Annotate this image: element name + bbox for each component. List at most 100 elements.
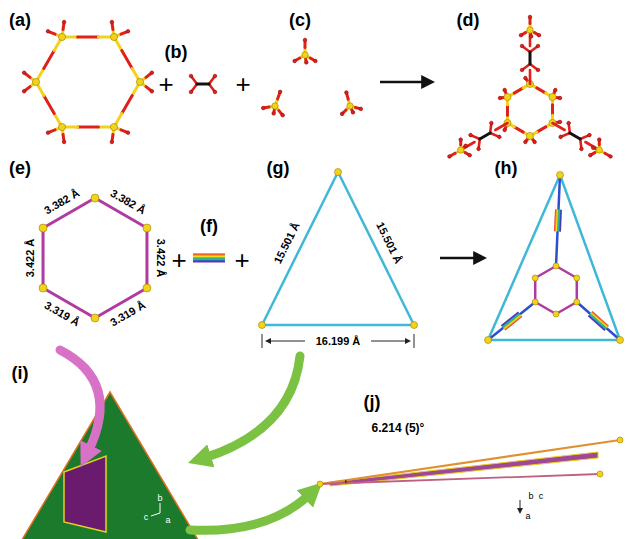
atom: [213, 74, 217, 78]
atom: [498, 96, 502, 100]
atom: [554, 88, 558, 92]
distance-label: 3.422 Å: [25, 239, 36, 278]
panel-label: (b): [165, 43, 188, 61]
axis-label: c: [539, 492, 544, 501]
atom: [597, 138, 601, 142]
panel-label: (c): [289, 11, 311, 29]
atom: [520, 44, 524, 48]
plane-line: [320, 474, 600, 484]
dimension-tick: [262, 334, 263, 348]
atom: [532, 275, 538, 281]
atom: [340, 112, 344, 116]
plane-line: [320, 440, 620, 484]
green-curved-arrow: [204, 356, 300, 458]
distance-label: 3.422 Å: [155, 239, 166, 278]
atom: [91, 314, 99, 322]
bond: [585, 142, 597, 149]
panel-label: (a): [9, 11, 31, 29]
atom: [39, 224, 47, 232]
atom: [529, 35, 533, 39]
atom: [553, 311, 559, 317]
atom: [528, 15, 532, 19]
distance-label: 3.382 Å: [109, 188, 148, 217]
atom: [609, 155, 613, 159]
bond: [553, 123, 565, 130]
distance-label: 3.382 Å: [43, 188, 82, 217]
atom: [597, 471, 603, 477]
atom: [213, 90, 217, 94]
panel-label: (j): [364, 393, 381, 411]
atom: [345, 91, 349, 95]
distance-label: 16.199 Å: [316, 336, 361, 347]
atom: [558, 134, 563, 139]
crystal-drawings: [22, 15, 623, 348]
atom: [468, 153, 472, 157]
bond: [462, 142, 474, 149]
atom: [126, 30, 130, 34]
axis-line: [151, 513, 160, 516]
tetrahedra: [261, 38, 362, 117]
reaction-arrow: [440, 257, 476, 260]
bond: [529, 52, 532, 64]
atom: [503, 88, 507, 92]
bond: [551, 105, 554, 115]
bond: [495, 123, 507, 130]
atom: [503, 128, 507, 132]
atom: [58, 123, 65, 130]
atom: [351, 111, 355, 115]
hexagon-outline: [43, 198, 147, 318]
atom: [143, 224, 151, 232]
atom: [520, 68, 524, 72]
atom: [537, 33, 541, 37]
panel-label: (h): [495, 159, 518, 177]
atom: [272, 103, 278, 109]
atom: [110, 123, 117, 130]
atom: [549, 93, 556, 100]
atom: [272, 112, 276, 116]
bond: [570, 133, 580, 139]
bond: [44, 50, 54, 68]
pink-curved-arrow: [60, 350, 100, 452]
axis-label: a: [165, 516, 170, 525]
atom: [317, 481, 323, 487]
bond: [514, 127, 523, 132]
oxalate-molecule: [558, 121, 592, 152]
atom: [259, 322, 266, 329]
atom: [617, 337, 624, 344]
panel-label: (g): [267, 159, 290, 177]
bond: [122, 96, 132, 114]
bond: [506, 105, 509, 115]
assembled-unit: [448, 15, 613, 158]
bond: [537, 127, 546, 132]
atom: [281, 113, 285, 117]
atom: [574, 275, 580, 281]
atom: [579, 146, 584, 151]
axis-label: b: [157, 494, 162, 503]
atom: [464, 144, 468, 148]
atom: [591, 146, 595, 150]
atom: [359, 107, 363, 111]
plane-triangle: [4, 392, 216, 539]
atom: [189, 90, 193, 94]
plus-sign: +: [171, 247, 186, 273]
plus-sign: +: [234, 247, 249, 273]
atom: [303, 38, 307, 42]
curved-arrows: [60, 350, 310, 530]
atom: [261, 106, 265, 110]
panel-i: [4, 392, 216, 539]
bond: [537, 88, 546, 93]
atom: [448, 155, 452, 159]
atom: [110, 140, 114, 144]
atom: [485, 337, 492, 344]
silicate-ring: [22, 20, 153, 144]
atom: [459, 138, 463, 142]
atom: [519, 33, 523, 37]
rainbow-linker: [554, 209, 562, 231]
distance-label: 15.501 Å: [374, 221, 404, 266]
axis-label: a: [525, 512, 530, 521]
atom: [557, 172, 564, 179]
atom: [468, 133, 473, 138]
atom: [558, 120, 562, 124]
